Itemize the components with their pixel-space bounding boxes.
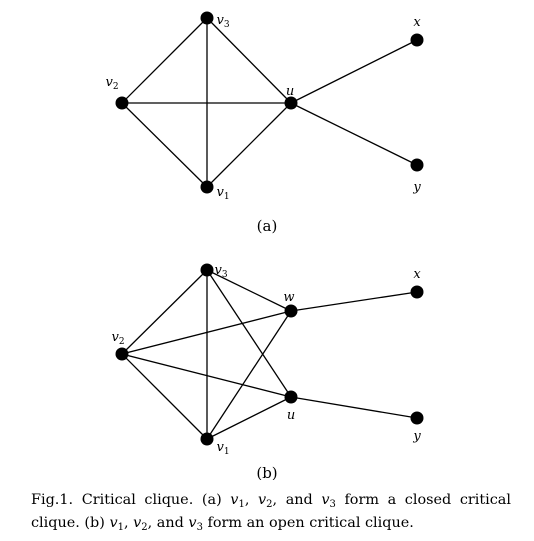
edge-u-y: [290, 396, 418, 419]
panel-b: v3 w x v2 u y v1 (b): [111, 263, 424, 480]
caption-b-v2: v2: [133, 515, 148, 533]
edge-u-v1: [206, 102, 292, 188]
node-y: [410, 411, 424, 425]
node-w: [284, 304, 298, 318]
edge-v2-w: [121, 310, 292, 355]
edge-v1-w: [206, 310, 292, 440]
panel-b-label: (b): [256, 464, 277, 480]
node-v1: [200, 432, 214, 446]
node-label-v2: v2: [111, 330, 124, 347]
node-label-y: y: [412, 180, 421, 195]
edge-v2-v1: [121, 102, 208, 188]
edge-u-x: [290, 39, 418, 104]
caption-prefix: Fig.1. Critical clique. (a): [31, 492, 231, 508]
panel-a-label: (a): [257, 217, 278, 235]
node-label-u: u: [286, 84, 294, 99]
node-label-x: x: [413, 15, 421, 30]
node-x: [410, 33, 424, 47]
edge-v1-u: [206, 396, 292, 440]
panel-a-nodes: v3 v2 u v1 x y: [105, 11, 424, 202]
edge-v2-u: [121, 353, 292, 398]
caption-a-end: form a closed critical clique. (b): [31, 492, 511, 531]
node-v3: [200, 11, 214, 25]
node-label-u: u: [287, 408, 295, 423]
node-label-y: y: [412, 429, 421, 444]
edge-v3-u: [206, 269, 292, 398]
figure-canvas: v3 v2 u v1 x y (a) v3 w x v2 u y v1 (b): [105, 11, 424, 480]
edge-v3-u: [206, 17, 292, 104]
caption-b-v1: v1: [109, 515, 124, 533]
figure-caption: Fig.1. Critical clique. (a) v1, v2, and …: [31, 492, 511, 533]
edge-u-y: [290, 102, 418, 166]
edge-v2-v1: [121, 353, 208, 440]
node-y: [410, 158, 424, 172]
caption-b-end: form an open critical clique.: [202, 515, 414, 531]
edge-v3-v2: [121, 17, 208, 104]
node-label-x: x: [413, 267, 421, 282]
caption-b-v3: v3: [188, 515, 203, 533]
caption-a-v2: v2: [258, 492, 273, 510]
node-v2: [115, 96, 129, 110]
edge-w-x: [290, 291, 418, 312]
edge-v3-w: [206, 269, 292, 312]
panel-a-edges: [121, 17, 418, 188]
node-label-v1: v1: [216, 440, 229, 457]
node-v2: [115, 347, 129, 361]
panel-b-nodes: v3 w x v2 u y v1: [111, 263, 424, 457]
node-label-v1: v1: [216, 185, 229, 202]
panel-b-edges: [121, 269, 418, 440]
panel-a: v3 v2 u v1 x y (a): [105, 11, 424, 235]
node-u: [284, 96, 298, 110]
node-label-v3: v3: [216, 13, 229, 30]
edge-v3-v2: [121, 269, 208, 355]
node-u: [284, 390, 298, 404]
node-label-v2: v2: [105, 75, 118, 92]
node-v3: [200, 263, 214, 277]
node-label-v3: v3: [214, 263, 227, 280]
caption-a-v1: v1: [230, 492, 245, 510]
node-v1: [200, 180, 214, 194]
node-label-w: w: [283, 290, 294, 305]
node-x: [410, 285, 424, 299]
caption-a-v3: v3: [321, 492, 336, 510]
